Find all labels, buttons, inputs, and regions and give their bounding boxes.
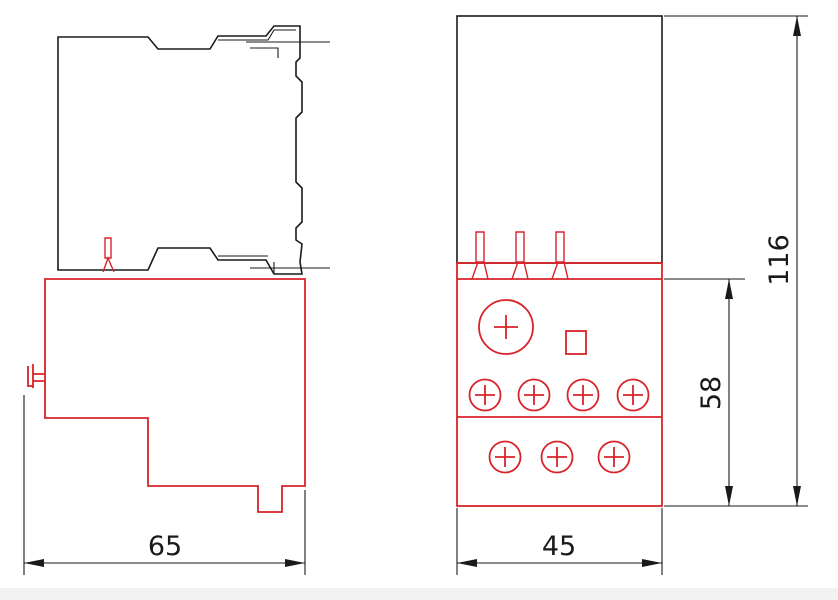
connector-pin	[471, 231, 489, 280]
side-connector-pin	[102, 237, 115, 273]
dimension-total-height: 116	[664, 15, 808, 507]
dimension-label-front-width: 45	[542, 531, 576, 562]
dimension-relay-height: 58	[664, 278, 745, 507]
dimension-label-relay-height: 58	[696, 376, 727, 410]
side-top-clip	[218, 29, 330, 58]
terminal-row-lower	[488, 440, 631, 474]
front-contactor-outline	[456, 15, 663, 264]
bottom-strip	[0, 588, 838, 600]
terminal-screw	[517, 378, 551, 412]
side-reset-button	[27, 364, 45, 388]
side-view	[27, 25, 330, 513]
terminal-screw	[566, 378, 600, 412]
terminal-screw	[540, 440, 574, 474]
dimension-front-width: 45	[456, 508, 663, 575]
front-relay-outline	[456, 262, 663, 507]
dimension-side-width: 65	[23, 395, 306, 575]
side-relay-outline	[44, 278, 306, 513]
terminal-screw	[616, 378, 650, 412]
connector-pin	[511, 231, 529, 280]
adjustment-dial	[478, 299, 534, 355]
side-bottom-clip	[218, 255, 330, 274]
terminal-screw	[488, 440, 522, 474]
connector-pin	[551, 231, 569, 280]
terminal-screw	[468, 378, 502, 412]
terminal-row-upper	[468, 378, 650, 412]
dimension-label-side-width: 65	[148, 531, 182, 562]
front-view	[456, 15, 663, 507]
front-connector-pins	[471, 231, 569, 280]
side-contactor-outline	[57, 25, 303, 275]
indicator-window	[565, 330, 587, 355]
dimension-label-total-height: 116	[764, 234, 795, 286]
terminal-screw	[597, 440, 631, 474]
